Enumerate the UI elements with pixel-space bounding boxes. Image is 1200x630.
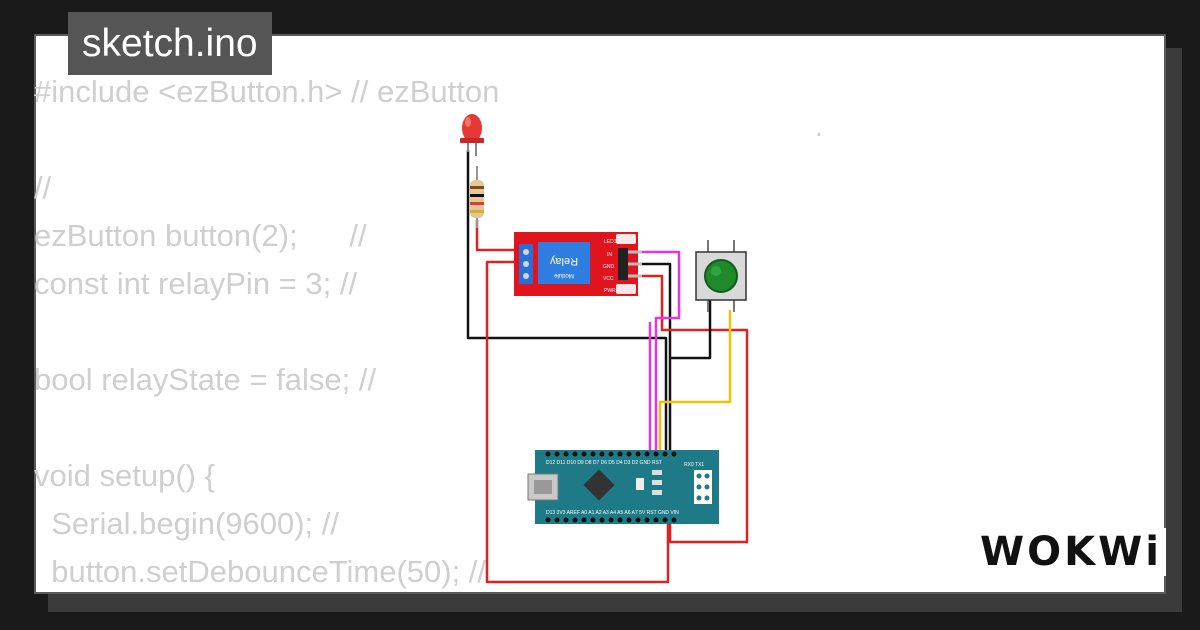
wires — [466, 150, 749, 584]
wire-red-relay-5v — [485, 260, 670, 584]
relay-led1-label: LED1 — [604, 239, 617, 245]
code-trailing-dot: . — [815, 111, 823, 142]
wire-red-led — [475, 220, 520, 252]
relay-sublabel: Module — [554, 272, 574, 278]
wokwi-logo: WOKWi — [976, 528, 1166, 576]
relay-pin-gnd: GND — [603, 264, 615, 270]
relay-label: Relay — [549, 255, 578, 267]
code-line: button.setDebounceTime(50); // — [34, 554, 487, 589]
code-line: Serial.begin(9600); // — [34, 506, 340, 541]
file-tab[interactable]: sketch.ino — [68, 12, 272, 75]
nano-bottom-pin-labels: D13 3V3 AREF A0 A1 A2 A3 A4 A5 A6 A7 5V … — [546, 510, 679, 516]
wire-magenta-in — [630, 250, 681, 458]
led-red[interactable] — [460, 114, 484, 156]
relay-pin-in: IN — [607, 252, 612, 258]
code-line: void setup() { — [34, 458, 215, 493]
arduino-nano[interactable]: D12 D11 D10 D9 D8 D7 D6 D5 D4 D3 D2 GND … — [527, 450, 719, 524]
wire-black-led-gnd — [466, 150, 668, 458]
relay-pwr-label: PWR — [604, 288, 616, 294]
resistor[interactable] — [470, 166, 484, 228]
relay-pin-vcc: VCC — [603, 276, 614, 282]
wire-black-relay-gnd — [630, 262, 672, 458]
code-line: const int relayPin = 3; // — [34, 266, 358, 301]
nano-rx-tx-label: RX0 TX1 — [684, 462, 704, 468]
nano-top-pin-labels: D12 D11 D10 D9 D8 D7 D6 D5 D4 D3 D2 GND … — [546, 460, 662, 466]
file-tab-label: sketch.ino — [82, 22, 258, 65]
code-line: ezButton button(2); // — [34, 218, 367, 253]
code-editor[interactable]: #include <ezButton.h> // ezButton // ezBut… — [34, 68, 499, 596]
wire-yellow-button — [658, 310, 732, 458]
wire-red-relay-vcc — [630, 274, 749, 544]
code-line: // — [34, 170, 52, 205]
wire-black-button — [670, 300, 712, 360]
code-line: bool relayState = false; // — [34, 362, 377, 397]
relay-module[interactable]: Relay Module LED1 PWR IN GND VCC — [514, 232, 642, 296]
code-line: #include <ezButton.h> // ezButton — [34, 74, 500, 109]
push-button[interactable] — [695, 240, 747, 312]
